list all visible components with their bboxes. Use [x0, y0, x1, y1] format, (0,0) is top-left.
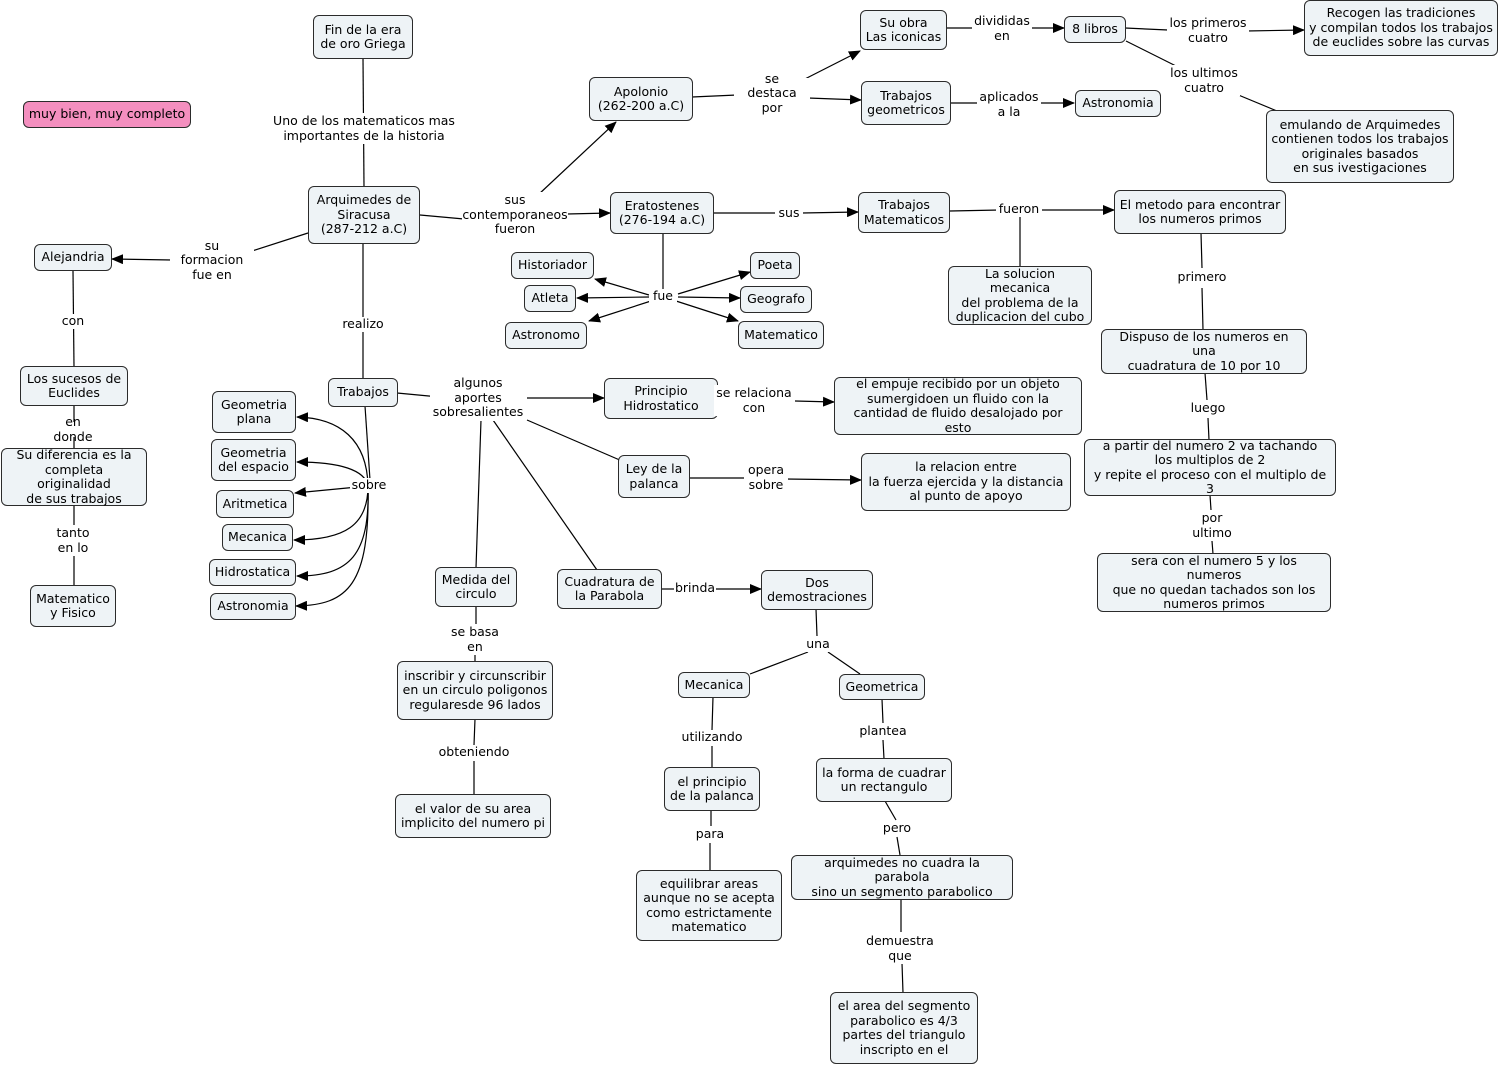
node-geometrica[interactable]: Geometrica — [839, 674, 925, 700]
node-poeta[interactable]: Poeta — [750, 252, 800, 279]
node-ley-palanca[interactable]: Ley de la palanca — [618, 455, 690, 498]
node-geografo[interactable]: Geografo — [740, 286, 812, 313]
node-geometria-plana[interactable]: Geometria plana — [212, 391, 296, 433]
node-mecanica-demo[interactable]: Mecanica — [678, 672, 750, 698]
link-una: una — [803, 637, 833, 652]
link-sus: sus — [775, 206, 803, 221]
node-principio-palanca[interactable]: el principio de la palanca — [664, 767, 760, 811]
link-tanto-en-lo: tanto en lo — [54, 525, 92, 556]
node-alejandria[interactable]: Alejandria — [34, 244, 112, 271]
node-geometria-espacio[interactable]: Geometria del espacio — [211, 439, 296, 481]
node-sucesos-euclides[interactable]: Los sucesos de Euclides — [20, 366, 128, 406]
node-medida-circulo[interactable]: Medida del circulo — [435, 567, 517, 607]
node-apolonio[interactable]: Apolonio (262-200 a.C) — [589, 77, 693, 121]
link-plantea: plantea — [857, 724, 909, 739]
link-se-relaciona: se relaciona con — [714, 385, 794, 416]
node-forma-cuadrar[interactable]: la forma de cuadrar un rectangulo — [816, 758, 952, 802]
link-se-basa-en: se basa en — [447, 624, 503, 655]
node-historiador[interactable]: Historiador — [511, 252, 594, 279]
node-valor-area[interactable]: el valor de su area implicito del numero… — [395, 794, 551, 838]
node-metodo-primos[interactable]: El metodo para encontrar los numeros pri… — [1114, 190, 1286, 234]
node-partir-2[interactable]: a partir del numero 2 va tachando los mu… — [1084, 438, 1336, 496]
node-hidrostatica[interactable]: Hidrostatica — [209, 559, 296, 586]
link-los-primeros: los primeros cuatro — [1167, 15, 1249, 46]
link-brinda: brinda — [674, 580, 716, 596]
link-sus-contemporaneos: sus contemporaneos fueron — [462, 192, 568, 238]
comment-note[interactable]: muy bien, muy completo — [23, 101, 191, 128]
link-se-destaca: se destaca por — [734, 71, 810, 115]
node-equilibrar[interactable]: equilibrar areas aunque no se acepta com… — [636, 870, 782, 941]
node-inscribir[interactable]: inscribir y circunscribir en un circulo … — [397, 661, 553, 720]
node-recogen[interactable]: Recogen las tradiciones y compilan todos… — [1304, 0, 1498, 56]
node-area-segmento[interactable]: el area del segmento parabolico es 4/3 p… — [830, 992, 978, 1064]
node-aritmetica[interactable]: Aritmetica — [216, 490, 294, 518]
node-eratostenes[interactable]: Eratostenes (276-194 a.C) — [610, 192, 714, 234]
node-astronomia-right[interactable]: Astronomia — [1075, 90, 1161, 117]
node-matematico-fisico[interactable]: Matematico y Fisico — [30, 585, 116, 627]
node-solucion-mecanica[interactable]: La solucion mecanica del problema de la … — [948, 266, 1092, 325]
node-trabajos-geometricos[interactable]: Trabajos geometricos — [861, 81, 951, 125]
node-atleta[interactable]: Atleta — [524, 285, 576, 312]
link-fueron: fueron — [996, 202, 1042, 217]
link-demuestra-que: demuestra que — [864, 933, 936, 964]
link-aplicados-a-la: aplicados a la — [977, 89, 1041, 120]
link-primero: primero — [1174, 270, 1230, 285]
node-trabajos[interactable]: Trabajos — [328, 378, 398, 407]
node-diferencia[interactable]: Su diferencia es la completa originalida… — [1, 447, 147, 506]
link-los-ultimos: los ultimos cuatro — [1168, 65, 1240, 96]
node-dos-demostraciones[interactable]: Dos demostraciones — [761, 570, 873, 610]
link-opera-sobre: opera sobre — [744, 462, 788, 493]
node-cuadratura-parabola[interactable]: Cuadratura de la Parabola — [557, 569, 662, 609]
node-astronomia-left[interactable]: Astronomia — [210, 593, 296, 620]
node-empuje[interactable]: el empuje recibido por un objeto sumergi… — [834, 376, 1082, 435]
link-algunos-aportes: algunos aportes sobresalientes — [430, 375, 526, 421]
link-su-formacion: su formacion fue en — [170, 238, 254, 282]
node-emulando[interactable]: emulando de Arquimedes contienen todos l… — [1266, 110, 1454, 183]
node-ocho-libros[interactable]: 8 libros — [1064, 16, 1126, 43]
link-realizo: realizo — [340, 317, 386, 332]
link-fue: fue — [649, 289, 677, 304]
node-numero-5[interactable]: sera con el numero 5 y los numeros que n… — [1097, 553, 1331, 612]
link-para: para — [693, 827, 727, 842]
link-uno-de: Uno de los matematicos mas importantes d… — [270, 113, 458, 144]
node-no-cuadra[interactable]: arquimedes no cuadra la parabola sino un… — [791, 855, 1013, 900]
node-principio-hidrostatico[interactable]: Principio Hidrostatico — [604, 378, 718, 419]
link-por-ultimo: por ultimo — [1189, 510, 1235, 541]
node-relacion-fuerza[interactable]: la relacion entre la fuerza ejercida y l… — [861, 453, 1071, 511]
link-pero: pero — [880, 821, 914, 836]
link-luego: luego — [1187, 401, 1229, 416]
link-sobre: sobre — [350, 477, 388, 493]
link-divididas-en: divididas en — [972, 13, 1032, 44]
node-astronomo[interactable]: Astronomo — [505, 322, 587, 349]
node-fin-era[interactable]: Fin de la era de oro Griega — [313, 15, 413, 59]
node-matematico[interactable]: Matematico — [738, 321, 824, 349]
link-utilizando: utilizando — [679, 730, 745, 745]
node-mecanica[interactable]: Mecanica — [222, 524, 293, 551]
link-en-donde: en donde — [42, 414, 104, 443]
node-su-obra[interactable]: Su obra Las iconicas — [860, 10, 947, 50]
link-con: con — [59, 314, 87, 329]
node-dispuso[interactable]: Dispuso de los numeros en una cuadratura… — [1101, 329, 1307, 374]
node-trabajos-matematicos[interactable]: Trabajos Matematicos — [858, 192, 950, 233]
node-arquimedes[interactable]: Arquimedes de Siracusa (287-212 a.C) — [308, 186, 420, 244]
link-obteniendo: obteniendo — [437, 744, 511, 760]
